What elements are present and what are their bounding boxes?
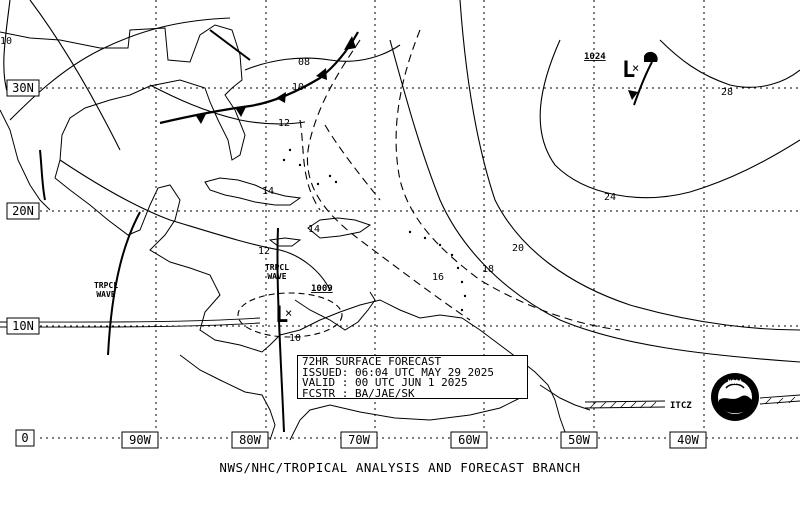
- low-symbol: L: [275, 303, 288, 328]
- lon-label-80w: 80W: [239, 433, 261, 447]
- itcz-hatch: [589, 396, 796, 409]
- front-lobe: [644, 51, 658, 62]
- isobar-label: 08: [298, 57, 310, 68]
- footer-caption: NWS/NHC/TROPICAL ANALYSIS AND FORECAST B…: [219, 460, 581, 475]
- isobars-dashed: [299, 29, 621, 331]
- cold-front: [159, 31, 359, 125]
- info-line-valid: VALID : 00 UTC JUN 1 2025: [302, 376, 468, 389]
- pressure-value: 1024: [584, 52, 606, 62]
- noaa-logo: NOAA: [711, 373, 759, 421]
- lat-labels: 30N 20N 10N 0: [6, 79, 40, 447]
- lat-label-30n: 30N: [12, 81, 34, 95]
- low-symbol: L: [622, 58, 635, 83]
- forecast-info-box: 72HR SURFACE FORECAST ISSUED: 06:04 UTC …: [297, 355, 528, 399]
- center-x-mark: ×: [285, 306, 292, 320]
- lat-label-0: 0: [21, 431, 28, 445]
- isobar-label: 12: [278, 118, 290, 129]
- isobar-labels: 08 10 12 14 14 12 10 16 18 20 24 28 10: [0, 36, 733, 344]
- isobar-label: 10: [289, 333, 301, 344]
- low-center-1009: 1009 L ×: [275, 284, 333, 328]
- occluded-front: [633, 61, 653, 106]
- lon-label-50w: 50W: [568, 433, 590, 447]
- trough-west: [39, 149, 46, 201]
- isobar-label: 10: [292, 82, 304, 93]
- pressure-value: 1009: [311, 284, 333, 294]
- center-x-mark: ×: [632, 61, 639, 75]
- coastlines: [0, 24, 591, 441]
- info-line-forecasters: FCSTR : BA/JAE/SK: [302, 386, 415, 400]
- island-chain: [282, 148, 467, 312]
- isobar-label: 16: [432, 272, 444, 283]
- lon-label-40w: 40W: [677, 433, 699, 447]
- noaa-logo-text: NOAA: [728, 379, 743, 386]
- isobar-label: 10: [0, 36, 12, 47]
- isobar-label: 12: [258, 246, 270, 257]
- low-circulation: [237, 292, 343, 338]
- lat-label-20n: 20N: [12, 204, 34, 218]
- isobar-label: 20: [512, 243, 524, 254]
- front-north: [209, 29, 251, 61]
- info-line-issued: ISSUED: 06:04 UTC MAY 29 2025: [302, 365, 495, 379]
- isobar-label: 14: [308, 224, 320, 235]
- isobar-label: 18: [482, 264, 494, 275]
- lon-label-70w: 70W: [348, 433, 370, 447]
- high-center-1024: 1024 L ×: [584, 51, 658, 106]
- front-barb: [628, 90, 638, 100]
- isobar-label: 14: [262, 186, 274, 197]
- lon-labels: 90W 80W 70W 60W 50W 40W: [121, 431, 707, 449]
- info-line-title: 72HR SURFACE FORECAST: [302, 355, 442, 368]
- isobar-label: 28: [721, 87, 733, 98]
- isobars: [3, 0, 800, 363]
- front-barbs: [196, 36, 356, 124]
- lon-label-60w: 60W: [458, 433, 480, 447]
- tropical-wave-west: [107, 211, 141, 356]
- lat-label-10n: 10N: [12, 319, 34, 333]
- itcz-label: ITCZ: [670, 401, 692, 411]
- tropical-wave-central: [276, 227, 285, 433]
- lon-label-90w: 90W: [129, 433, 151, 447]
- isobar-label: 24: [604, 192, 616, 203]
